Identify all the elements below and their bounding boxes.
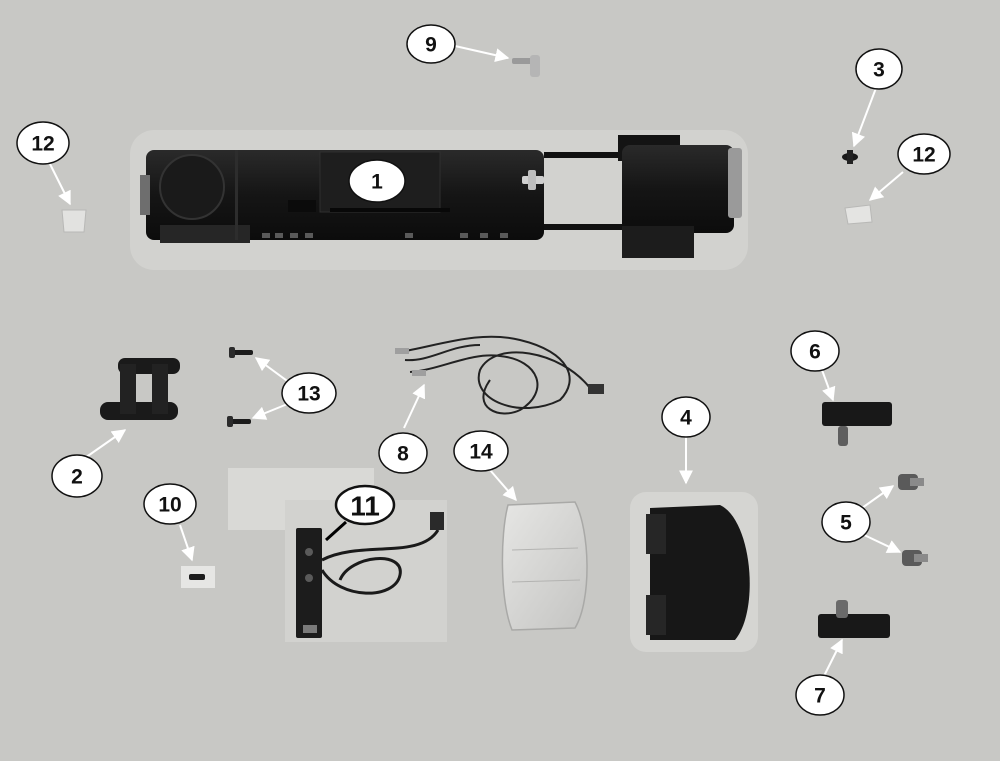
callout-14: 14 bbox=[453, 430, 509, 472]
callout-8: 8 bbox=[378, 432, 428, 474]
callout-14-label: 14 bbox=[469, 441, 493, 464]
callout-8-label: 8 bbox=[397, 443, 409, 466]
part-10-small-screw bbox=[181, 566, 215, 588]
callout-5-label: 5 bbox=[840, 512, 852, 535]
part-2-mount-bracket bbox=[100, 358, 180, 420]
part-13-screw-bottom bbox=[227, 416, 251, 427]
callout-13: 13 bbox=[281, 372, 337, 414]
part-5-fitting-bottom bbox=[902, 550, 928, 566]
part-1-locomotive-body bbox=[140, 135, 742, 258]
part-6-bracket bbox=[822, 402, 892, 446]
leader-lines bbox=[49, 45, 904, 677]
callout-12-right-label: 12 bbox=[912, 144, 935, 167]
part-4-cab bbox=[630, 492, 758, 652]
callout-6-label: 6 bbox=[809, 341, 821, 364]
callout-4: 4 bbox=[661, 396, 711, 438]
callout-2-label: 2 bbox=[71, 466, 83, 489]
callout-11: 11 bbox=[334, 484, 396, 526]
callout-3: 3 bbox=[855, 48, 903, 90]
callout-12-left: 12 bbox=[16, 121, 70, 165]
part-14-clear-shell bbox=[501, 501, 588, 631]
part-7-bracket bbox=[818, 600, 890, 638]
part-13-screw-top bbox=[229, 347, 253, 358]
part-12-lens-left bbox=[61, 209, 87, 233]
callout-9-label: 9 bbox=[425, 34, 437, 57]
callout-11-label: 11 bbox=[350, 491, 380, 522]
callout-6: 6 bbox=[790, 330, 840, 372]
callout-10: 10 bbox=[143, 483, 197, 525]
callout-2: 2 bbox=[51, 454, 103, 498]
leader-line-11 bbox=[324, 520, 348, 542]
callout-12-left-label: 12 bbox=[31, 133, 54, 156]
part-5-fitting-top bbox=[898, 474, 924, 490]
callout-13-label: 13 bbox=[297, 383, 320, 406]
callout-1-label: 1 bbox=[371, 171, 383, 194]
callout-1: 1 bbox=[348, 159, 406, 203]
callout-7-label: 7 bbox=[814, 685, 826, 708]
part-8-wiring-harness bbox=[395, 335, 604, 415]
callout-4-label: 4 bbox=[680, 407, 692, 430]
callout-7: 7 bbox=[795, 674, 845, 716]
callout-3-label: 3 bbox=[873, 59, 885, 82]
part-9-pin bbox=[512, 55, 540, 77]
part-12-lens-right bbox=[844, 204, 873, 225]
part-3-small-screw bbox=[842, 150, 858, 164]
callout-5: 5 bbox=[821, 501, 871, 543]
callout-12-right: 12 bbox=[897, 133, 951, 175]
callout-10-label: 10 bbox=[158, 494, 181, 517]
callout-9: 9 bbox=[406, 24, 456, 64]
